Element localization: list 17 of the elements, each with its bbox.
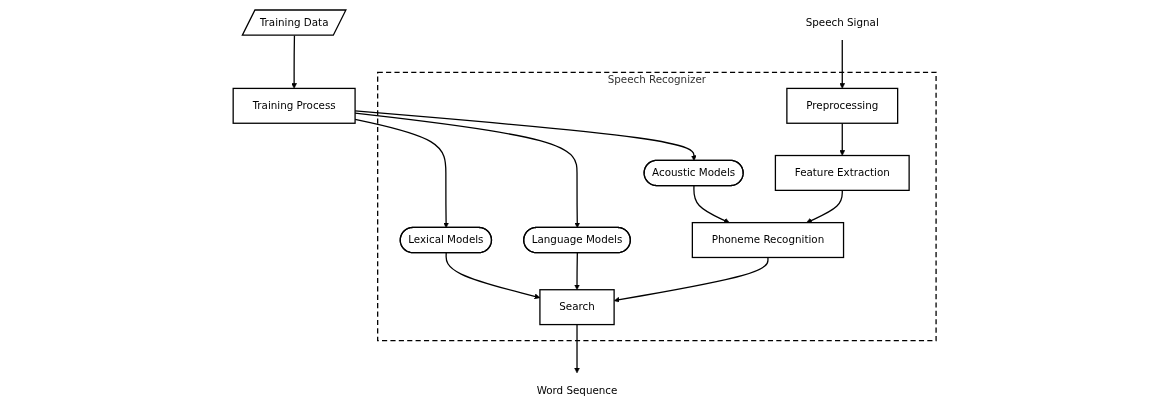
arrow	[354, 112, 580, 229]
arrow	[693, 185, 730, 224]
arrow	[354, 118, 449, 229]
node-box: Search	[539, 289, 615, 326]
node-text: Word Sequence	[536, 383, 618, 397]
arrow	[839, 39, 845, 89]
arrow	[806, 189, 843, 224]
node-box: Feature Extraction	[774, 154, 910, 191]
arrow	[613, 256, 769, 303]
arrow	[574, 252, 580, 290]
arrow	[839, 122, 845, 156]
node-box: Training Process	[232, 87, 356, 124]
node-text: Speech Signal	[805, 16, 879, 29]
node-box: Phoneme Recognition	[691, 221, 845, 259]
arrow	[354, 110, 697, 161]
node-box: Preprocessing	[786, 87, 899, 124]
arrow	[574, 323, 580, 374]
